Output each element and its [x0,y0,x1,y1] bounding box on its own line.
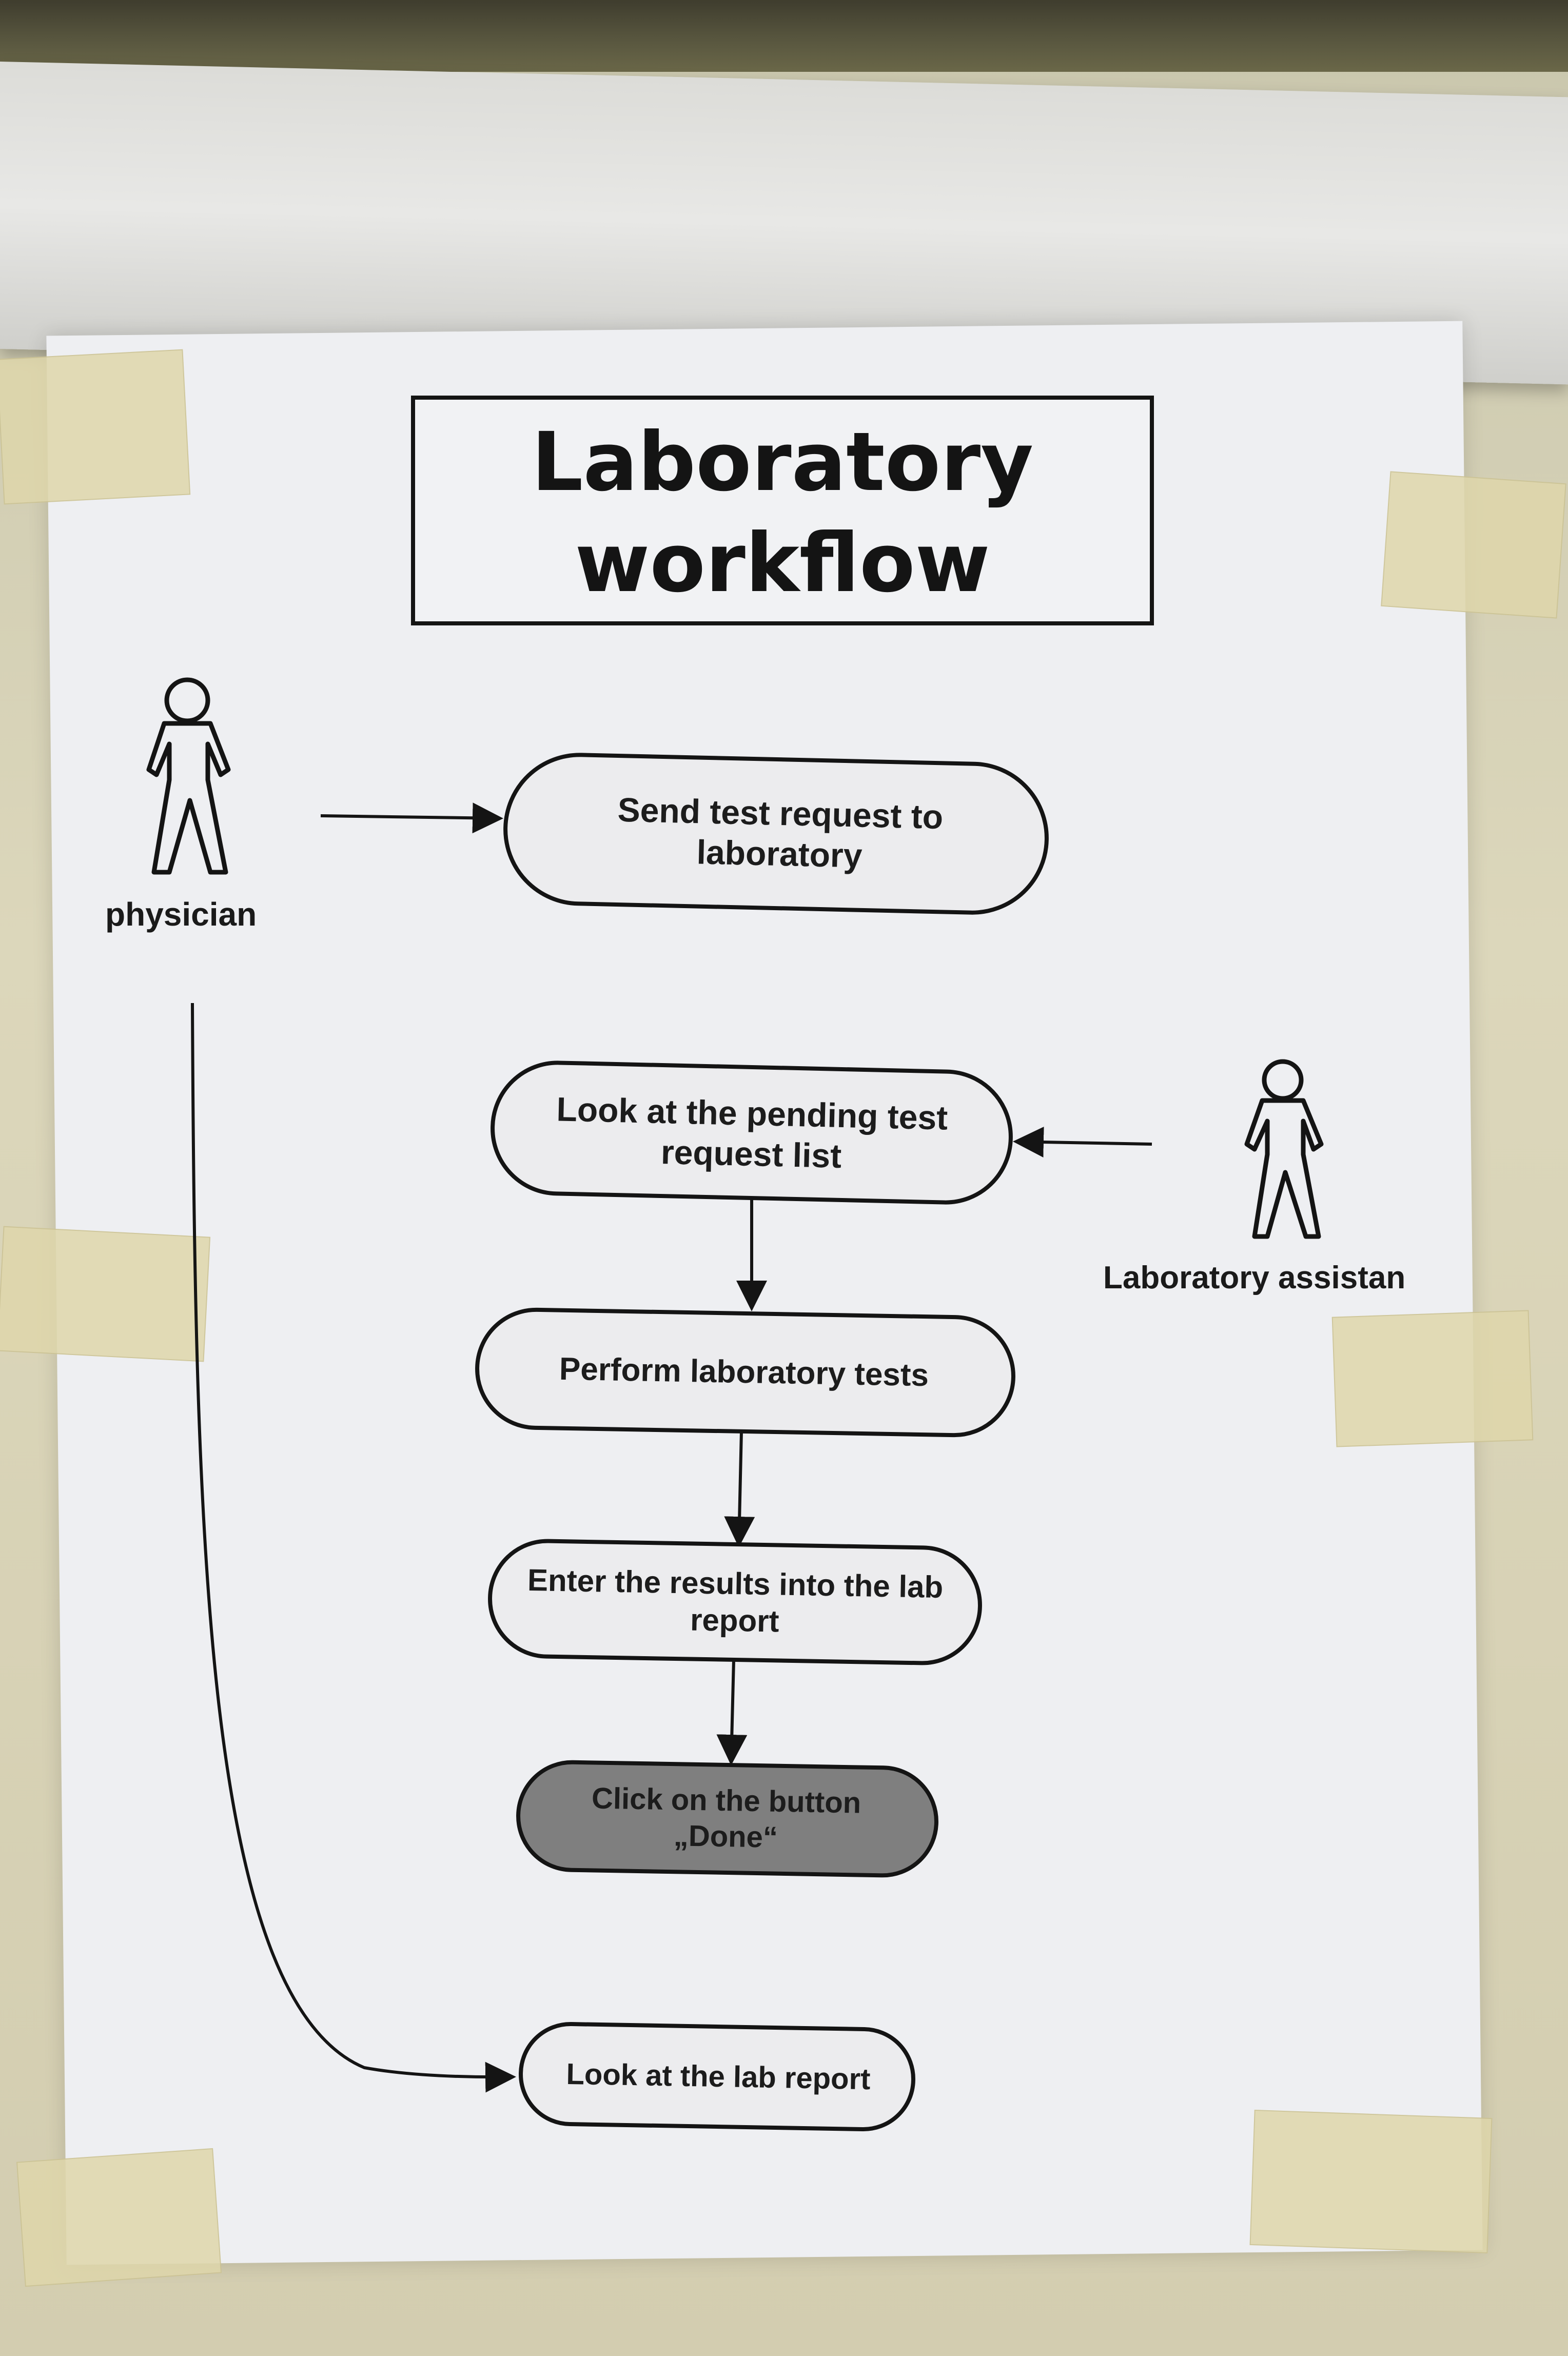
page-title: Laboratory workflow [413,400,1152,626]
title-line-2: workflow [575,516,990,611]
physician-label: physician [105,896,257,933]
step-look-report-label: Look at the lab report [565,2057,871,2096]
step-send-request-box [503,753,1049,915]
step-look-pending-label: Look at the pending test request list [556,1090,948,1175]
title-box [411,396,1154,625]
arrow-assistant-to-pending [1013,1127,1152,1158]
arrow-perform-to-enter [724,1431,755,1547]
arrow-enter-to-done [716,1659,748,1765]
step-enter-results-label: Enter the results into the lab report [527,1562,944,1639]
step-perform-tests-box [475,1307,1015,1438]
arrow-physician-to-request [320,802,503,834]
step-look-report-box [519,2022,915,2131]
step-enter-results-box [488,1539,982,1665]
step-click-done-box [516,1760,938,1878]
step-perform-tests-label: Perform laboratory tests [559,1351,929,1393]
step-look-pending-box [491,1061,1013,1205]
door-frame [0,0,1568,72]
physician-figure [146,677,231,875]
lab-assistant-figure [1244,1059,1324,1239]
step-send-request-label: Send test request to laboratory [617,790,944,875]
arrow-physician-to-report [191,1003,516,2093]
title-line-1: Laboratory [531,415,1034,509]
lab-assistant-label: Laboratory assistan [1103,1260,1406,1295]
step-click-done-label: Click on the button „Done“ [591,1781,861,1854]
